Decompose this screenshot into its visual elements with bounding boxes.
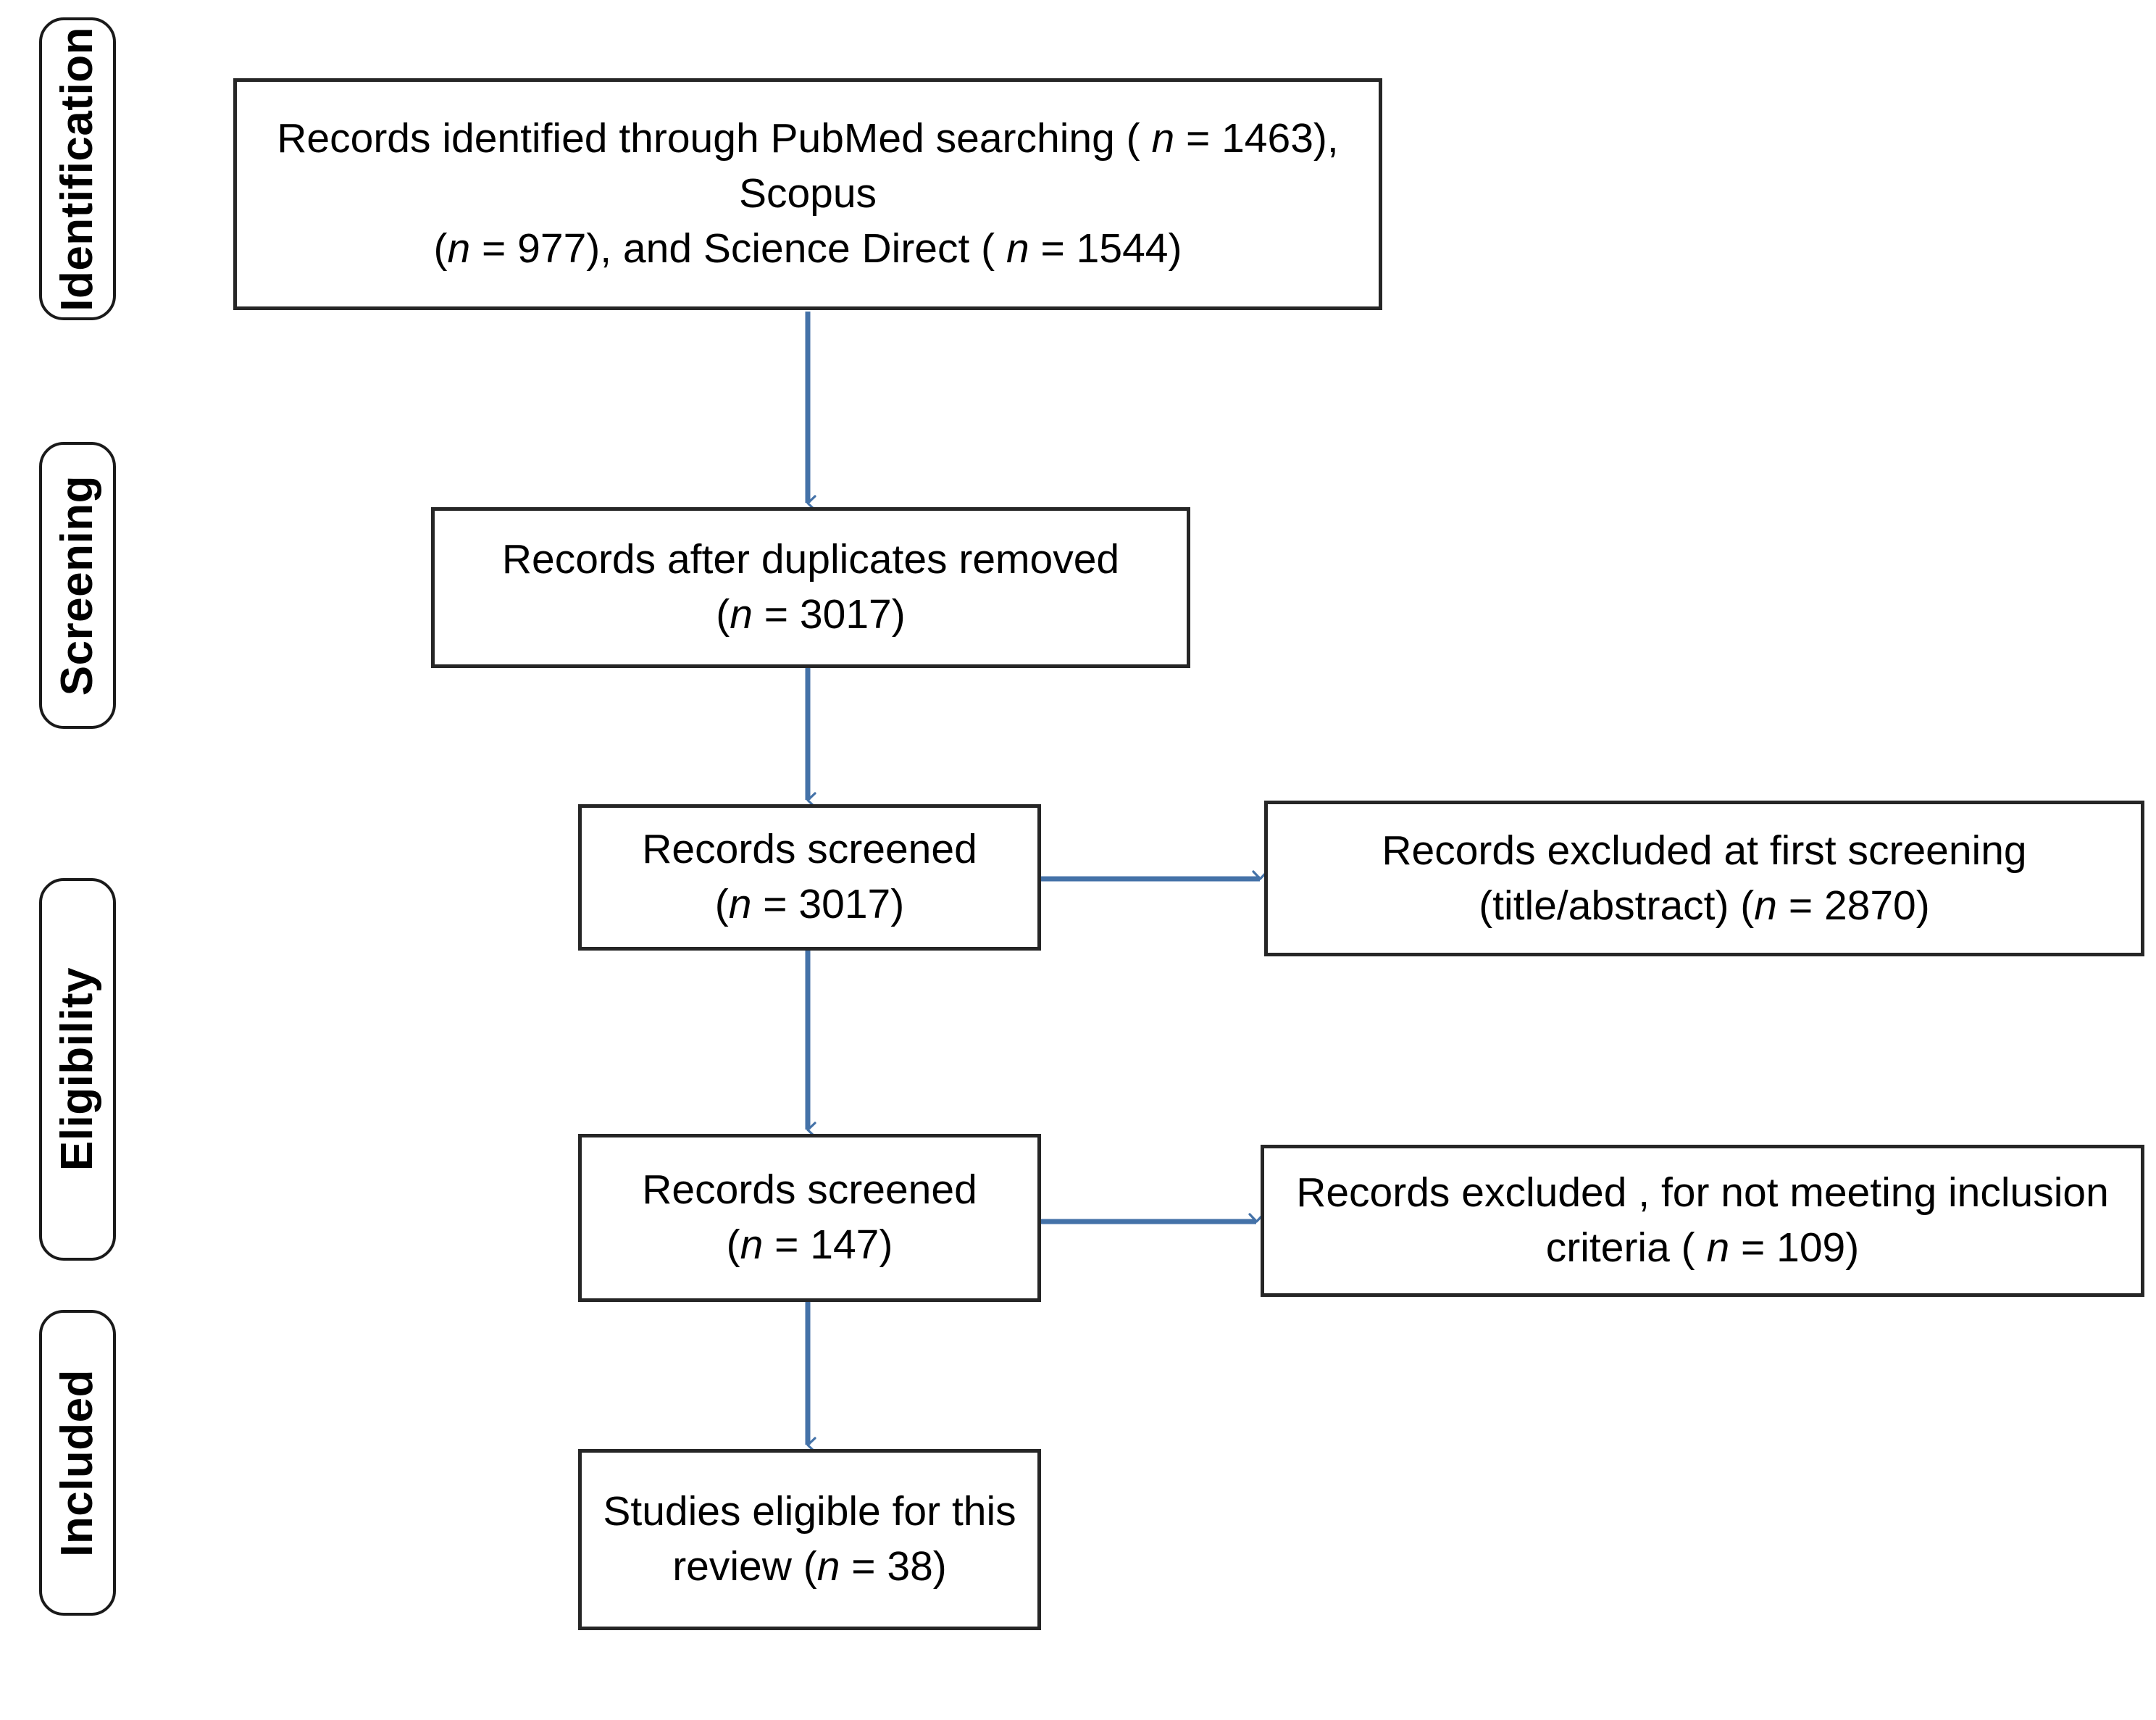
box-records-identified-line1: Records identified through PubMed search… bbox=[277, 115, 1339, 217]
box-duplicates-removed-text: Records after duplicates removed (n = 30… bbox=[483, 533, 1138, 643]
stage-pill-screening: Screening bbox=[39, 442, 116, 729]
box-records-screened-first-line1: Records screened bbox=[642, 826, 977, 873]
stage-label-screening: Screening bbox=[52, 475, 102, 696]
box-studies-included-text: Studies eligible for this review (n = 38… bbox=[584, 1485, 1035, 1595]
stage-pill-identification: Identification bbox=[39, 17, 116, 320]
box-records-screened-first-text: Records screened (n = 3017) bbox=[623, 822, 996, 932]
box-studies-included: Studies eligible for this review (n = 38… bbox=[578, 1449, 1041, 1630]
box-duplicates-removed-line1: Records after duplicates removed bbox=[501, 536, 1120, 583]
stage-label-included: Included bbox=[52, 1369, 102, 1557]
box-records-screened-second-text: Records screened (n = 147) bbox=[623, 1163, 996, 1273]
box-records-excluded-first-text: Records excluded at first screening (tit… bbox=[1363, 824, 2045, 934]
box-records-excluded-second: Records excluded , for not meeting inclu… bbox=[1261, 1145, 2144, 1297]
box-records-screened-second-line2: (n = 147) bbox=[726, 1222, 893, 1268]
box-records-excluded-second-text: Records excluded , for not meeting inclu… bbox=[1277, 1166, 2128, 1276]
box-records-screened-second-line1: Records screened bbox=[642, 1166, 977, 1214]
box-records-screened-second: Records screened (n = 147) bbox=[578, 1134, 1041, 1302]
stage-label-eligibility: Eligibility bbox=[52, 967, 102, 1172]
box-records-identified-text: Records identified through PubMed search… bbox=[237, 112, 1379, 276]
box-records-excluded-second-line2: criteria ( n = 109) bbox=[1545, 1224, 1860, 1271]
stage-label-identification: Identification bbox=[52, 26, 102, 312]
box-duplicates-removed-line2: (n = 3017) bbox=[716, 591, 906, 638]
box-records-excluded-second-line1: Records excluded , for not meeting inclu… bbox=[1296, 1169, 2109, 1216]
box-records-identified-line2: (n = 977), and Science Direct ( n = 1544… bbox=[433, 225, 1182, 272]
box-records-identified: Records identified through PubMed search… bbox=[233, 78, 1382, 310]
stage-pill-eligibility: Eligibility bbox=[39, 878, 116, 1261]
box-records-excluded-first: Records excluded at first screening (tit… bbox=[1264, 801, 2144, 956]
box-duplicates-removed: Records after duplicates removed (n = 30… bbox=[431, 507, 1190, 668]
stage-pill-included: Included bbox=[39, 1310, 116, 1616]
box-studies-included-line1: Studies eligible for this bbox=[603, 1488, 1016, 1535]
box-records-excluded-first-line2: (title/abstract) (n = 2870) bbox=[1479, 882, 1930, 929]
box-records-excluded-first-line1: Records excluded at first screening bbox=[1382, 827, 2027, 874]
box-records-screened-first: Records screened (n = 3017) bbox=[578, 804, 1041, 951]
box-records-screened-first-line2: (n = 3017) bbox=[714, 881, 905, 927]
box-studies-included-line2: review (n = 38) bbox=[672, 1543, 947, 1590]
